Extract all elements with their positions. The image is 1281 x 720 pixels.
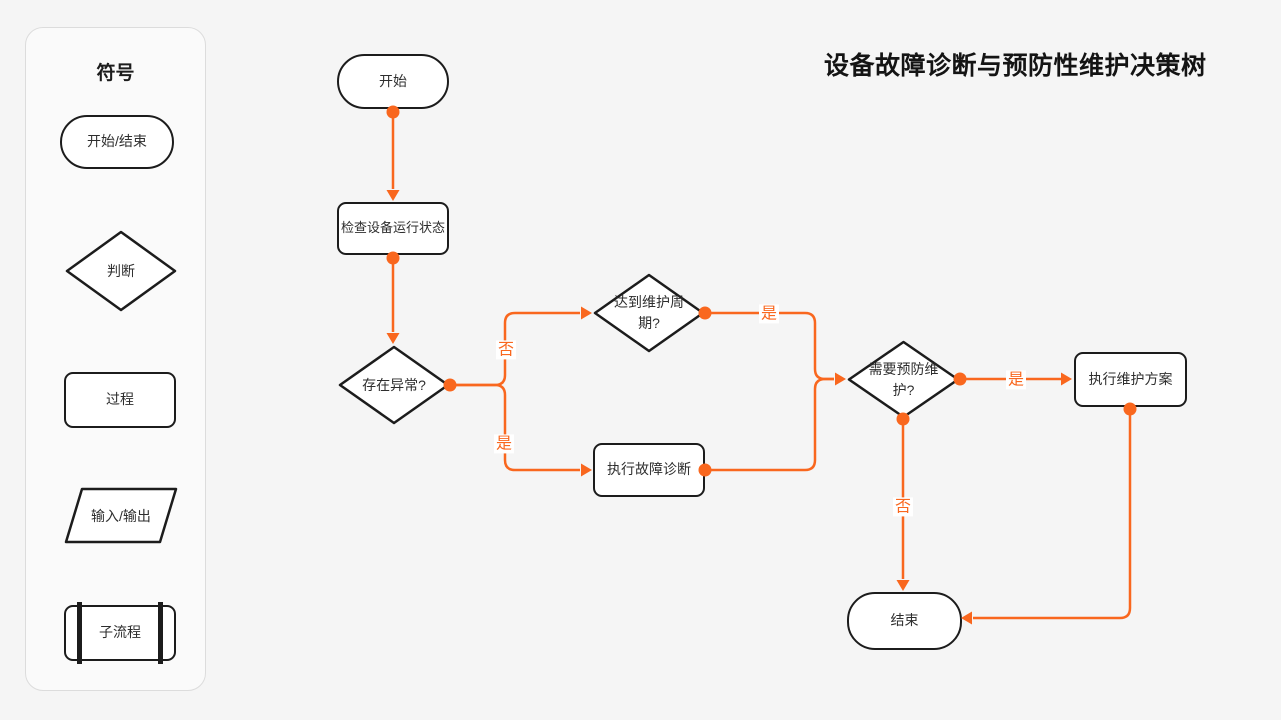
legend-panel: 符号 开始/结束 判断 过程 输入/输出 子流程 bbox=[25, 27, 206, 691]
node-label: 执行维护方案 bbox=[1088, 370, 1173, 387]
node-check-status[interactable]: 检查设备运行状态 bbox=[337, 202, 449, 255]
diamond-shape-icon bbox=[65, 230, 177, 312]
edge-label-yes: 是 bbox=[1005, 370, 1027, 390]
arrowhead-icon bbox=[581, 463, 592, 477]
page-title: 设备故障诊断与预防性维护决策树 bbox=[824, 52, 1207, 80]
diamond-shape-icon bbox=[338, 345, 450, 425]
arrowhead-icon bbox=[961, 611, 972, 625]
subprocess-bar-right bbox=[158, 602, 163, 664]
node-maintenance-cycle-decision[interactable]: 达到维护周期? bbox=[593, 273, 705, 353]
node-maintenance-plan[interactable]: 执行维护方案 bbox=[1074, 352, 1187, 407]
legend-item-label: 过程 bbox=[106, 391, 134, 408]
legend-item-subprocess[interactable]: 子流程 bbox=[64, 602, 176, 664]
node-label: 需要预防维护? bbox=[868, 360, 939, 398]
node-label: 执行故障诊断 bbox=[607, 461, 691, 478]
node-label: 存在异常? bbox=[362, 376, 426, 393]
legend-item-label: 判断 bbox=[107, 262, 135, 279]
edge-label-yes: 是 bbox=[493, 434, 515, 454]
subprocess-bar-left bbox=[77, 602, 82, 664]
edge-abnormal-diagnose bbox=[450, 383, 580, 472]
arrowhead-icon bbox=[1061, 372, 1072, 386]
arrowhead-icon bbox=[581, 306, 592, 320]
legend-item-start-end[interactable]: 开始/结束 bbox=[60, 115, 174, 169]
node-preventive-decision[interactable]: 需要预防维护? bbox=[847, 340, 960, 419]
node-abnormal-decision[interactable]: 存在异常? bbox=[338, 345, 450, 425]
node-label: 检查设备运行状态 bbox=[340, 220, 445, 236]
legend-title: 符号 bbox=[96, 63, 135, 84]
edge-label-no: 否 bbox=[892, 497, 914, 517]
diamond-shape-icon bbox=[593, 273, 705, 353]
node-end[interactable]: 结束 bbox=[847, 592, 962, 650]
edge-label-yes: 是 bbox=[758, 304, 780, 324]
edge-label-no: 否 bbox=[495, 340, 517, 360]
edge-maintain-end bbox=[973, 409, 1132, 620]
parallelogram-shape-icon bbox=[64, 487, 178, 544]
arrowhead-icon bbox=[896, 580, 910, 591]
node-label: 结束 bbox=[890, 612, 919, 629]
node-label: 开始 bbox=[379, 72, 407, 89]
arrowhead-icon bbox=[386, 333, 400, 344]
arrowhead-icon bbox=[386, 190, 400, 201]
node-fault-diagnosis[interactable]: 执行故障诊断 bbox=[593, 443, 705, 497]
node-label: 达到维护周期? bbox=[614, 294, 684, 331]
legend-item-process[interactable]: 过程 bbox=[64, 372, 176, 428]
legend-item-decision[interactable]: 判断 bbox=[65, 230, 177, 312]
legend-item-label: 输入/输出 bbox=[91, 507, 151, 524]
legend-item-label: 子流程 bbox=[99, 624, 141, 641]
node-start[interactable]: 开始 bbox=[337, 54, 449, 109]
edge-diagnose-preventive bbox=[705, 377, 834, 472]
arrowhead-icon bbox=[835, 372, 846, 386]
legend-item-input-output[interactable]: 输入/输出 bbox=[64, 487, 178, 544]
legend-item-label: 开始/结束 bbox=[87, 133, 147, 150]
